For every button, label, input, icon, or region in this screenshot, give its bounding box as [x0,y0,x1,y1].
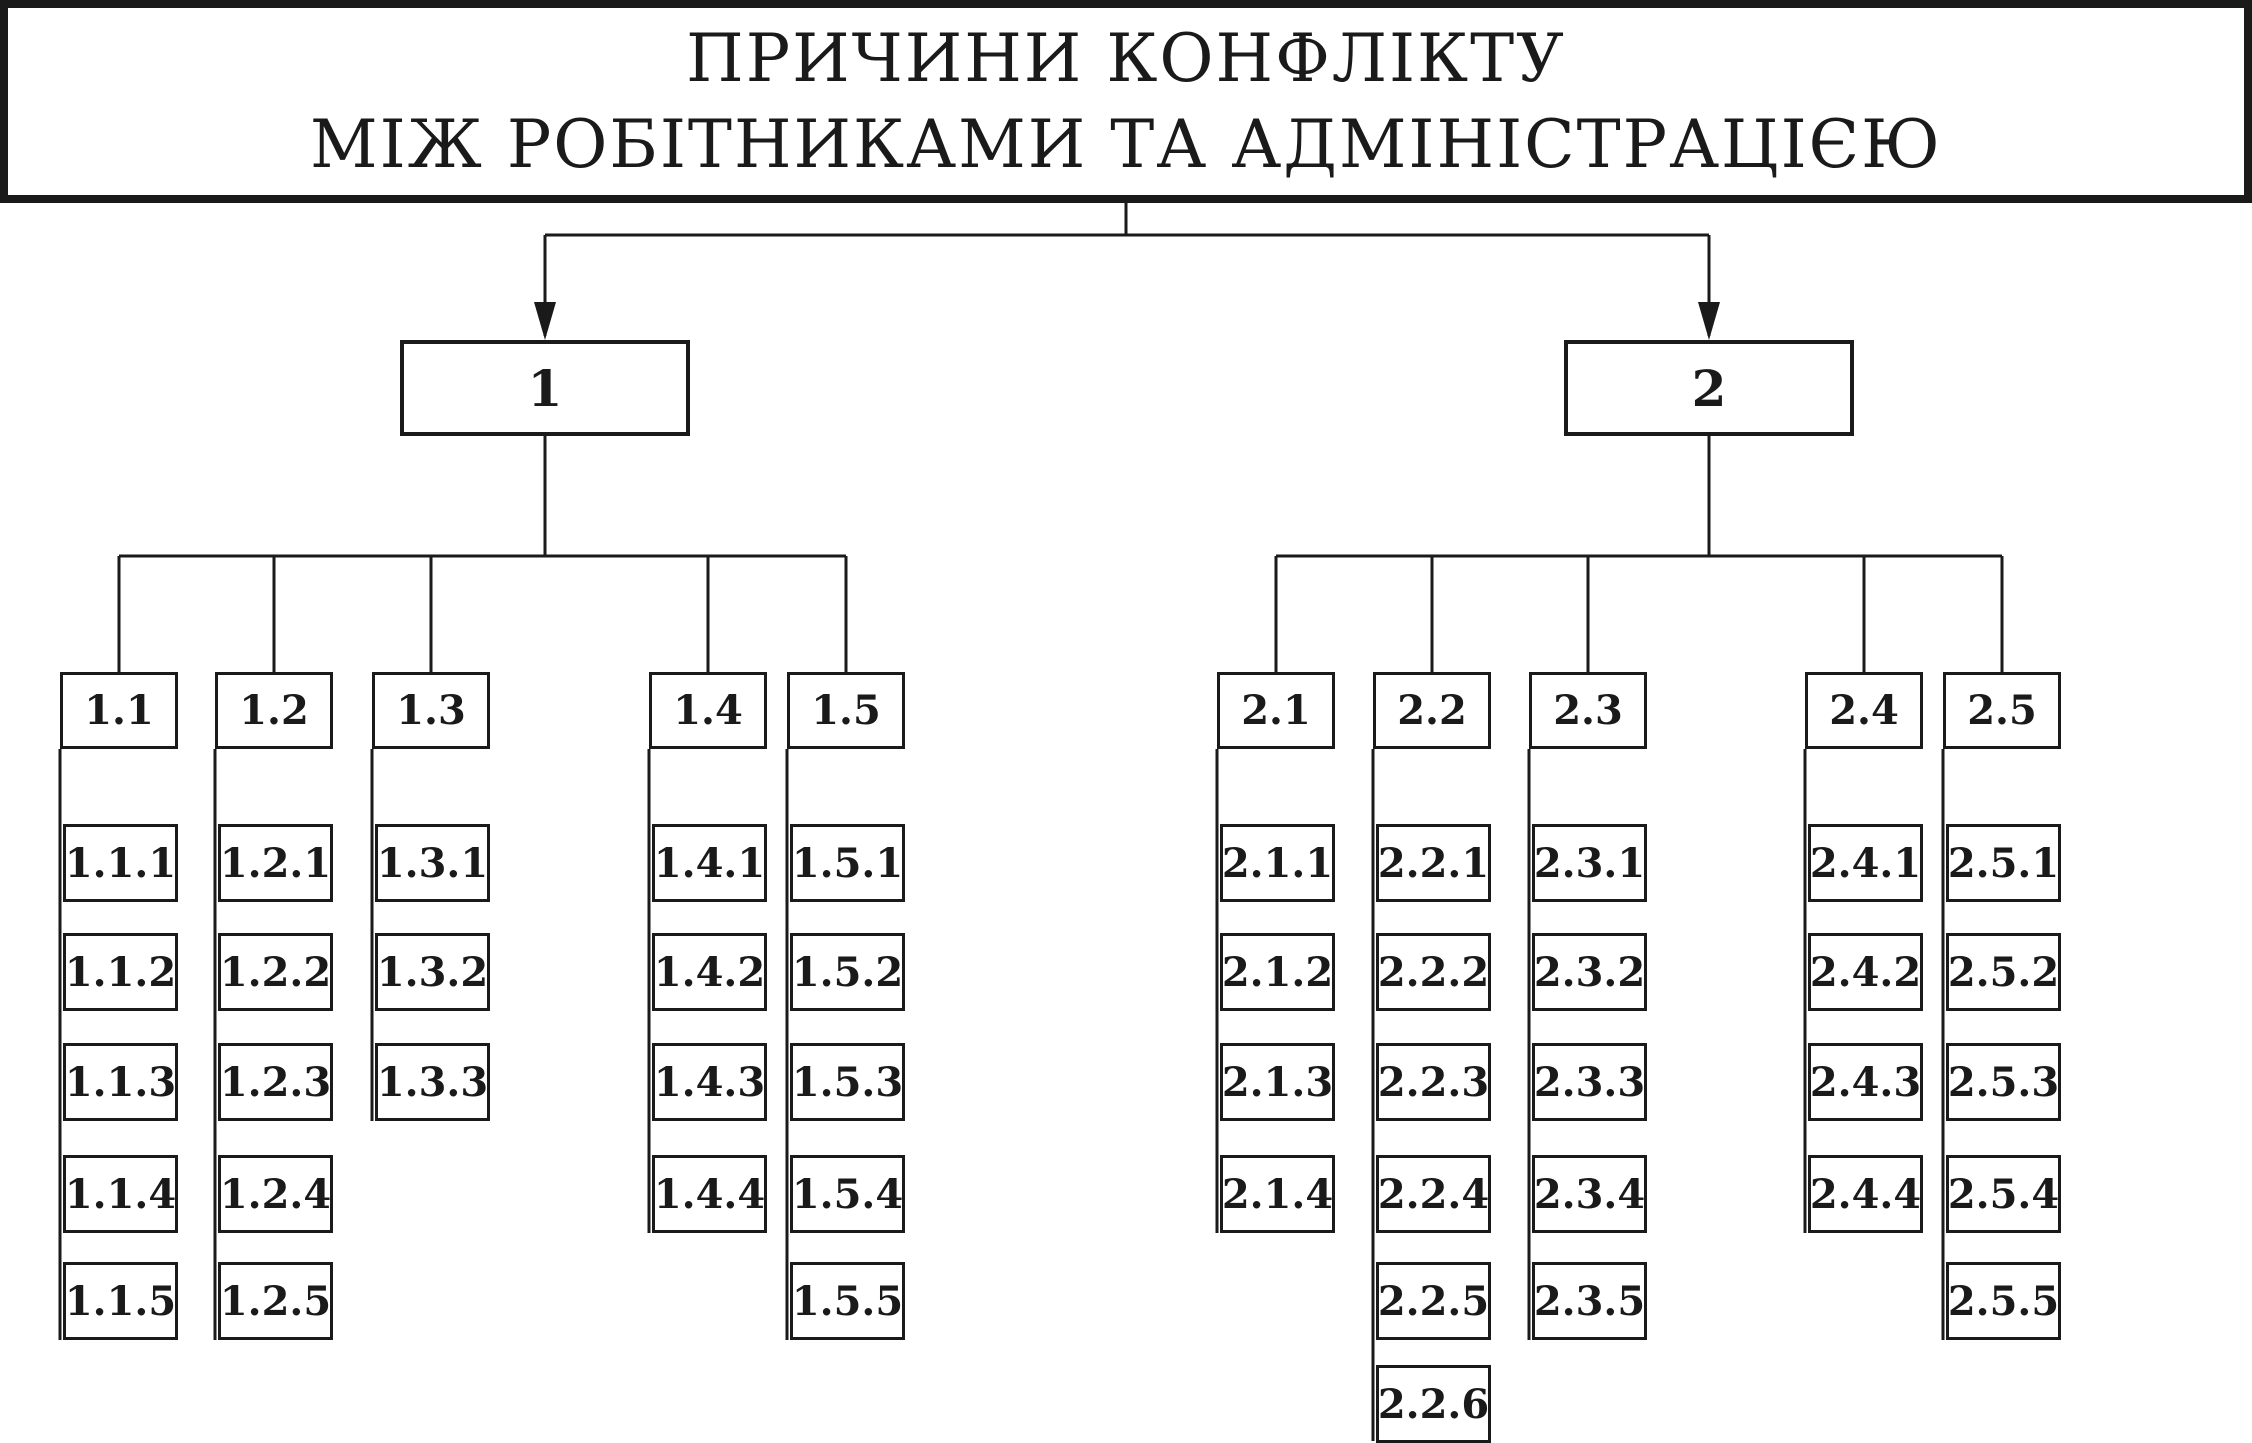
item-box-1-2-1: 1.2.1 [218,824,333,902]
item-box-2-4-1: 2.4.1 [1808,824,1923,902]
item-box-1-3-2: 1.3.2 [375,933,490,1011]
item-box-1-5-4: 1.5.4 [790,1155,905,1233]
subgroup-box-2-4: 2.4 [1805,672,1923,749]
item-box-1-5-5: 1.5.5 [790,1262,905,1340]
item-box-2-3-2: 2.3.2 [1532,933,1647,1011]
item-box-1-1-3: 1.1.3 [63,1043,178,1121]
item-box-1-3-3: 1.3.3 [375,1043,490,1121]
item-box-2-3-3: 2.3.3 [1532,1043,1647,1121]
item-box-2-1-3: 2.1.3 [1220,1043,1335,1121]
item-box-1-1-5: 1.1.5 [63,1262,178,1340]
arrow-head-group-2 [1698,302,1720,340]
item-box-1-4-4: 1.4.4 [652,1155,767,1233]
item-box-1-2-2: 1.2.2 [218,933,333,1011]
item-box-2-3-4: 2.3.4 [1532,1155,1647,1233]
item-box-2-1-4: 2.1.4 [1220,1155,1335,1233]
diagram-title-box: ПРИЧИНИ КОНФЛІКТУ МІЖ РОБІТНИКАМИ ТА АДМ… [0,0,2252,203]
subgroup-box-2-1: 2.1 [1217,672,1335,749]
item-box-2-1-1: 2.1.1 [1220,824,1335,902]
item-box-2-2-4: 2.2.4 [1376,1155,1491,1233]
item-box-1-1-2: 1.1.2 [63,933,178,1011]
title-line-1: ПРИЧИНИ КОНФЛІКТУ [686,19,1566,97]
item-box-1-2-3: 1.2.3 [218,1043,333,1121]
subgroup-box-2-3: 2.3 [1529,672,1647,749]
title-line-2: МІЖ РОБІТНИКАМИ ТА АДМІНІСТРАЦІЄЮ [310,105,1942,183]
item-box-2-4-4: 2.4.4 [1808,1155,1923,1233]
item-box-1-4-1: 1.4.1 [652,824,767,902]
item-box-1-4-3: 1.4.3 [652,1043,767,1121]
item-box-2-4-3: 2.4.3 [1808,1043,1923,1121]
item-box-1-5-3: 1.5.3 [790,1043,905,1121]
item-box-2-2-1: 2.2.1 [1376,824,1491,902]
item-box-1-4-2: 1.4.2 [652,933,767,1011]
group-box-1: 1 [400,340,690,436]
subgroup-box-1-2: 1.2 [215,672,333,749]
item-box-2-3-1: 2.3.1 [1532,824,1647,902]
subgroup-box-2-2: 2.2 [1373,672,1491,749]
item-box-2-2-5: 2.2.5 [1376,1262,1491,1340]
item-box-2-5-4: 2.5.4 [1946,1155,2061,1233]
item-box-2-3-5: 2.3.5 [1532,1262,1647,1340]
subgroup-box-1-3: 1.3 [372,672,490,749]
item-box-1-5-2: 1.5.2 [790,933,905,1011]
item-box-1-2-4: 1.2.4 [218,1155,333,1233]
item-box-2-5-5: 2.5.5 [1946,1262,2061,1340]
item-box-2-5-2: 2.5.2 [1946,933,2061,1011]
item-box-1-1-4: 1.1.4 [63,1155,178,1233]
subgroup-box-2-5: 2.5 [1943,672,2061,749]
item-box-1-3-1: 1.3.1 [375,824,490,902]
item-box-2-2-2: 2.2.2 [1376,933,1491,1011]
item-box-2-5-1: 2.5.1 [1946,824,2061,902]
item-box-2-2-6: 2.2.6 [1376,1365,1491,1443]
item-box-2-5-3: 2.5.3 [1946,1043,2061,1121]
item-box-1-5-1: 1.5.1 [790,824,905,902]
item-box-2-1-2: 2.1.2 [1220,933,1335,1011]
item-box-1-1-1: 1.1.1 [63,824,178,902]
subgroup-box-1-5: 1.5 [787,672,905,749]
subgroup-box-1-4: 1.4 [649,672,767,749]
arrow-head-group-1 [534,302,556,340]
item-box-2-4-2: 2.4.2 [1808,933,1923,1011]
subgroup-box-1-1: 1.1 [60,672,178,749]
item-box-2-2-3: 2.2.3 [1376,1043,1491,1121]
item-box-1-2-5: 1.2.5 [218,1262,333,1340]
group-box-2: 2 [1564,340,1854,436]
